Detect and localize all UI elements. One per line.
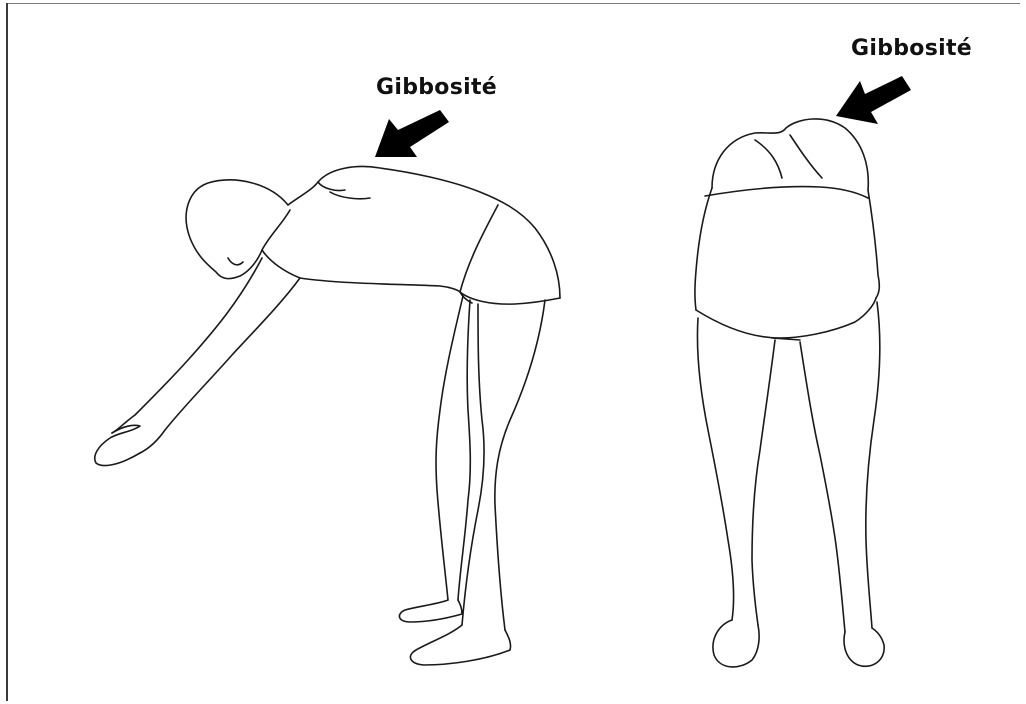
back-view-figure	[695, 119, 884, 667]
side-view-hand	[95, 425, 140, 465]
side-view-leg-front-inner	[462, 304, 484, 625]
left-callout-arrow	[375, 110, 449, 157]
back-view-hump-detail	[755, 135, 822, 178]
side-view-leg-front	[495, 300, 545, 630]
back-view-shoulder-line	[705, 187, 868, 198]
back-view-leg-right-outer	[866, 302, 880, 628]
back-view-leg-left-outer	[697, 318, 733, 620]
back-view-upper-back	[712, 119, 868, 190]
back-view-leg-right-inner	[800, 342, 845, 632]
side-view-arm-upper	[112, 258, 262, 433]
back-view-foot-right	[844, 628, 884, 666]
back-view-foot-left	[713, 620, 759, 667]
back-view-leg-left-inner	[752, 340, 775, 625]
side-view-shorts	[460, 205, 560, 304]
side-view-foot-front	[410, 625, 510, 665]
side-view-ear	[228, 258, 243, 265]
side-view-leg-back	[436, 296, 463, 600]
side-view-back	[288, 167, 560, 298]
right-hump-label: Gibbosité	[851, 36, 972, 61]
side-view-torso-front	[262, 250, 460, 292]
left-hump-label: Gibbosité	[376, 75, 497, 100]
side-view-arm-lower	[140, 278, 300, 453]
back-view-shorts-gusset	[772, 338, 800, 340]
right-callout-arrow	[836, 76, 911, 124]
side-view-leg-back-inner	[458, 300, 470, 600]
back-view-shorts	[696, 298, 876, 338]
side-view-hump-detail	[318, 182, 370, 199]
back-view-torso-right	[868, 190, 879, 298]
side-view-foot-back	[399, 600, 462, 622]
side-view-figure	[95, 167, 560, 665]
back-view-torso-left	[695, 188, 712, 310]
